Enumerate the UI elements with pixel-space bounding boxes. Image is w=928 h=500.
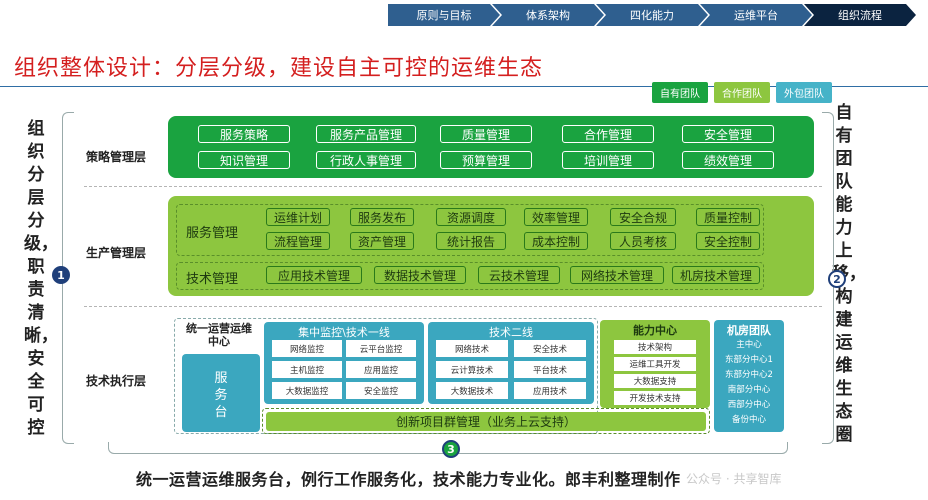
chip-cloud-tech[interactable]: 云技术管理 <box>478 266 560 284</box>
chip-performance[interactable]: 绩效管理 <box>682 151 774 169</box>
top-nav: 原则与目标 体系架构 四化能力 运维平台 组织流程 <box>388 4 908 26</box>
monitor-title: 集中监控\技术一线 <box>298 326 390 339</box>
cell-bigdata-tech[interactable]: 大数据技术 <box>436 382 508 399</box>
nav-item-platform[interactable]: 运维平台 <box>700 4 812 26</box>
dc-west: 西部分中心 <box>727 400 771 410</box>
layer-separator <box>84 306 822 307</box>
chip-efficiency[interactable]: 效率管理 <box>524 208 588 226</box>
chip-report[interactable]: 统计报告 <box>436 232 506 250</box>
nav-item-organization[interactable]: 组织流程 <box>804 4 916 26</box>
nav-label: 体系架构 <box>526 9 570 22</box>
chip-datacenter-tech[interactable]: 机房技术管理 <box>672 266 760 284</box>
chip-security[interactable]: 安全管理 <box>682 125 774 143</box>
production-panel: 服务管理 运维计划 服务发布 资源调度 效率管理 安全合规 质量控制 流程管理 … <box>168 196 814 296</box>
nav-item-architecture[interactable]: 体系架构 <box>492 4 604 26</box>
chip-asset[interactable]: 资产管理 <box>350 232 414 250</box>
badge-3: 3 <box>442 440 460 458</box>
nav-label: 原则与目标 <box>416 9 472 22</box>
cell-network-monitor[interactable]: 网络监控 <box>272 340 342 357</box>
chip-resource[interactable]: 资源调度 <box>436 208 506 226</box>
footer-caption: 统一运营运维服务台，例行工作服务化，技术能力专业化。郎丰利整理制作 <box>136 470 681 489</box>
chip-quality[interactable]: 质量管理 <box>440 125 532 143</box>
layer-label-production: 生产管理层 <box>86 246 147 260</box>
chip-app-tech[interactable]: 应用技术管理 <box>266 266 362 284</box>
strategy-panel: 服务策略 服务产品管理 质量管理 合作管理 安全管理 知识管理 行政人事管理 预… <box>168 116 814 178</box>
tech2-panel: 技术二线 网络技术 安全技术 云计算技术 平台技术 大数据技术 应用技术 <box>428 322 594 404</box>
watermark: 公众号 · 共享智库 <box>686 472 782 486</box>
nav-item-capabilities[interactable]: 四化能力 <box>596 4 708 26</box>
layer-separator <box>84 186 822 187</box>
tech-mgmt-group <box>176 262 764 290</box>
cell-dev-support[interactable]: 开发技术支持 <box>614 391 696 405</box>
chip-service-strategy[interactable]: 服务策略 <box>198 125 290 143</box>
cell-tool-dev[interactable]: 运维工具开发 <box>614 357 696 371</box>
chip-knowledge[interactable]: 知识管理 <box>198 151 290 169</box>
cell-app-tech[interactable]: 应用技术 <box>514 382 586 399</box>
chip-budget[interactable]: 预算管理 <box>440 151 532 169</box>
cell-cloud-tech[interactable]: 云计算技术 <box>436 361 508 378</box>
nav-label: 运维平台 <box>734 9 778 22</box>
title-divider <box>0 86 928 87</box>
chip-data-tech[interactable]: 数据技术管理 <box>374 266 466 284</box>
chip-hr[interactable]: 行政人事管理 <box>316 151 416 169</box>
cell-security-tech[interactable]: 安全技术 <box>514 340 586 357</box>
dc-backup: 备份中心 <box>731 415 766 425</box>
page-title: 组织整体设计：分层分级，建设自主可控的运维生态 <box>14 56 544 81</box>
innovation-group <box>262 408 710 434</box>
service-desk-label: 服务台 <box>214 371 228 420</box>
chip-process[interactable]: 流程管理 <box>266 232 330 250</box>
chip-training[interactable]: 培训管理 <box>562 151 654 169</box>
cell-bigdata-monitor[interactable]: 大数据监控 <box>272 382 342 399</box>
cell-architecture[interactable]: 技术架构 <box>614 340 696 354</box>
cell-cloud-monitor[interactable]: 云平台监控 <box>346 340 416 357</box>
tech2-title: 技术二线 <box>489 326 533 339</box>
cell-platform-tech[interactable]: 平台技术 <box>514 361 586 378</box>
dc-south: 南部分中心 <box>727 385 771 395</box>
cell-security-monitor[interactable]: 安全监控 <box>346 382 416 399</box>
legend: 自有团队 合作团队 外包团队 <box>652 82 832 103</box>
badge-2: 2 <box>828 270 846 288</box>
nav-label: 组织流程 <box>838 9 882 22</box>
chip-compliance[interactable]: 安全合规 <box>610 208 676 226</box>
chip-assessment[interactable]: 人员考核 <box>610 232 676 250</box>
cell-bigdata-support[interactable]: 大数据支持 <box>614 374 696 388</box>
layer-label-strategy: 策略管理层 <box>86 150 147 164</box>
chip-ops-plan[interactable]: 运维计划 <box>266 208 330 226</box>
ops-center-label: 统一运营运维中心 <box>186 322 252 348</box>
capability-panel: 能力中心 技术架构 运维工具开发 大数据支持 开发技术支持 <box>600 320 710 408</box>
badge-1: 1 <box>52 266 70 284</box>
legend-own-team: 自有团队 <box>652 82 708 103</box>
tech-mgmt-label: 技术管理 <box>186 272 239 287</box>
chip-network-tech[interactable]: 网络技术管理 <box>570 266 664 284</box>
nav-label: 四化能力 <box>630 9 674 22</box>
dc-east-2: 东部分中心2 <box>725 370 773 380</box>
datacenter-title: 机房团队 <box>727 324 771 337</box>
legend-partner-team: 合作团队 <box>714 82 770 103</box>
service-mgmt-group <box>176 204 764 256</box>
capability-title: 能力中心 <box>633 324 677 337</box>
legend-outsourced-team: 外包团队 <box>776 82 832 103</box>
chip-cost[interactable]: 成本控制 <box>524 232 588 250</box>
left-side-caption: 组织分层分级，职责清晰，安全可控 <box>24 119 58 438</box>
chip-service-product[interactable]: 服务产品管理 <box>316 125 416 143</box>
chip-security-ctrl[interactable]: 安全控制 <box>696 232 760 250</box>
cell-host-monitor[interactable]: 主机监控 <box>272 361 342 378</box>
dc-main: 主中心 <box>736 340 762 350</box>
cell-app-monitor[interactable]: 应用监控 <box>346 361 416 378</box>
cell-network-tech[interactable]: 网络技术 <box>436 340 508 357</box>
layer-label-execution: 技术执行层 <box>86 374 147 388</box>
service-desk[interactable]: 服务台 <box>182 354 260 432</box>
datacenter-panel: 机房团队 主中心 东部分中心1 东部分中心2 南部分中心 西部分中心 备份中心 <box>714 320 784 432</box>
service-mgmt-label: 服务管理 <box>186 226 239 241</box>
chip-release[interactable]: 服务发布 <box>350 208 414 226</box>
innovation-bar[interactable]: 创新项目群管理（业务上云支持） <box>266 412 706 431</box>
monitor-panel: 集中监控\技术一线 网络监控 云平台监控 主机监控 应用监控 大数据监控 安全监… <box>264 322 424 404</box>
chip-quality-ctrl[interactable]: 质量控制 <box>696 208 760 226</box>
dc-east-1: 东部分中心1 <box>725 355 773 365</box>
nav-item-principles[interactable]: 原则与目标 <box>388 4 500 26</box>
right-side-caption: 自有团队能力上移，构建运维生态圈 <box>832 103 866 445</box>
chip-cooperation[interactable]: 合作管理 <box>562 125 654 143</box>
